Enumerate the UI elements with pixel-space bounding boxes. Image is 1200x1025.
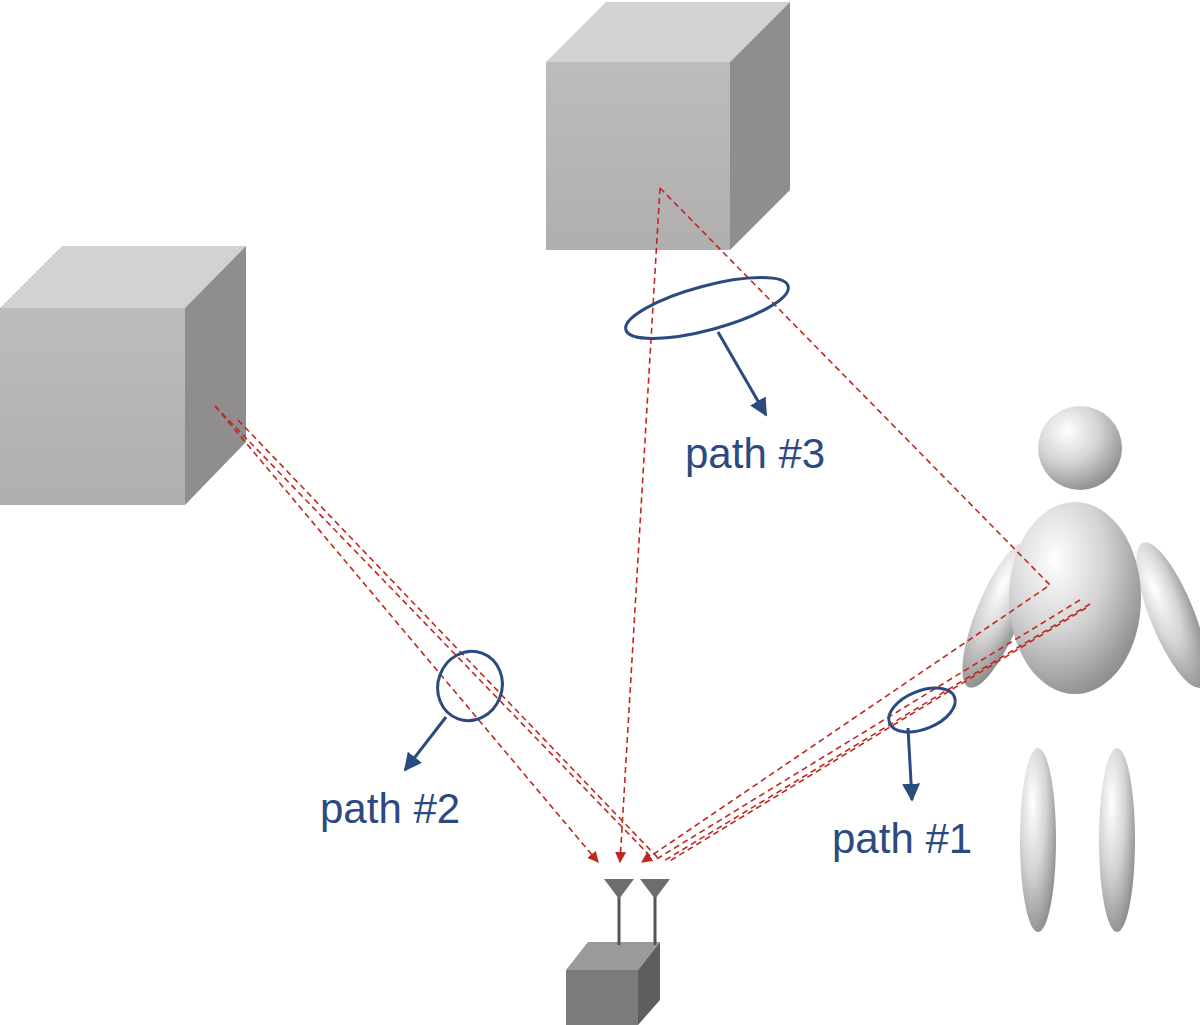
path-callouts bbox=[405, 265, 962, 800]
label-anchor: path #1 bbox=[832, 818, 972, 860]
propagation-paths bbox=[215, 188, 1090, 862]
reflector-cube bbox=[546, 2, 790, 250]
label-anchor: path #3 bbox=[685, 433, 825, 475]
path-label: path #1 bbox=[832, 818, 972, 860]
path-label: path #2 bbox=[320, 788, 460, 830]
receiver-device bbox=[566, 879, 670, 1025]
path-label: path #3 bbox=[685, 433, 825, 475]
human-figure bbox=[948, 406, 1200, 932]
reflector-cube bbox=[0, 246, 246, 505]
label-anchor: path #2 bbox=[320, 788, 460, 830]
